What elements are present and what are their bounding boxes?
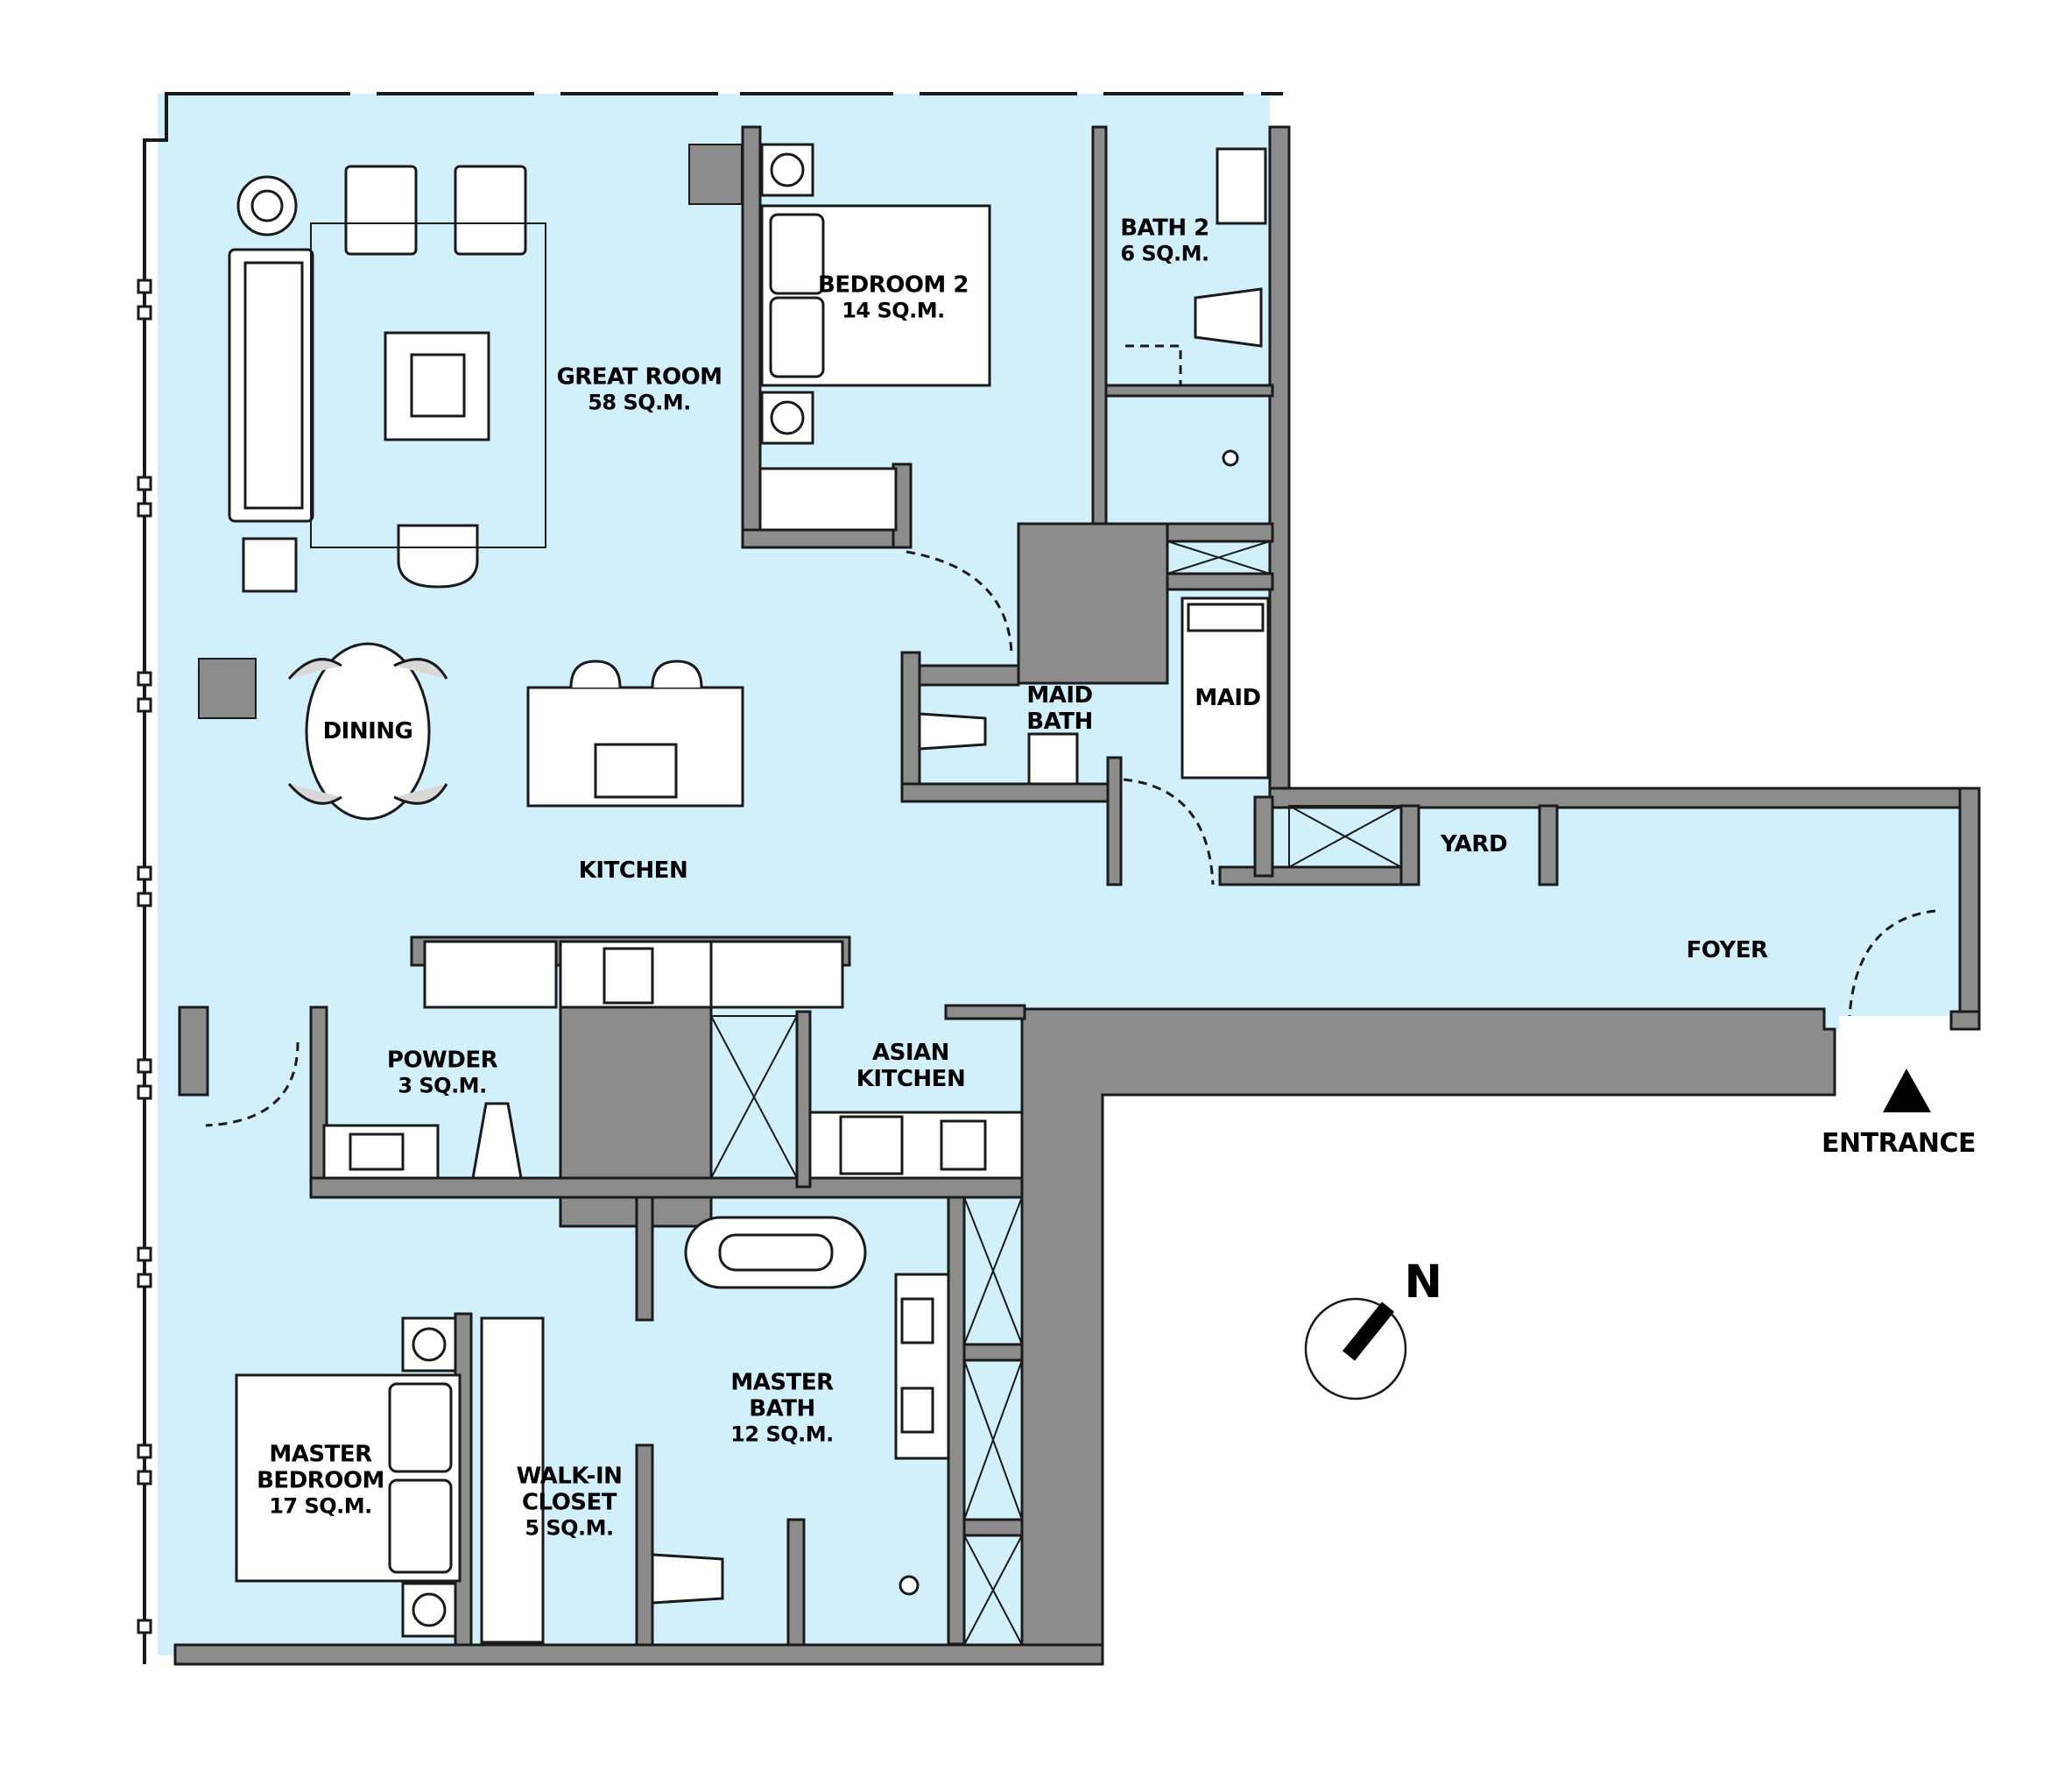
asian-kitchen-fixtures [808, 1111, 1024, 1180]
powder-fixtures [322, 1102, 523, 1180]
powder-toilet [471, 1102, 523, 1180]
vanity [1216, 147, 1267, 225]
label-great-room: GREAT ROOM 58 SQ.M. [556, 363, 722, 415]
structural-columns [198, 144, 743, 719]
kitchen-counter [423, 940, 844, 1009]
toilet [1194, 287, 1263, 348]
cooktop [839, 1115, 904, 1175]
maid-shower [1027, 732, 1079, 786]
label-entrance: ENTRANCE [1822, 1127, 1977, 1159]
label-bath-2: BATH 2 6 SQ.M. [1120, 215, 1209, 266]
label-dining: DINING [322, 718, 413, 745]
exterior-walls [143, 92, 1283, 1664]
master-bath-fixtures [651, 1216, 950, 1605]
closet-rack [480, 1316, 545, 1644]
side-table-square [242, 537, 298, 593]
compass-icon [1304, 1297, 1407, 1401]
label-maid-bath: MAID BATH [1026, 682, 1093, 735]
living-furniture [228, 165, 546, 593]
label-powder: POWDER 3 SQ.M. [386, 1047, 498, 1098]
master-toilet [651, 1553, 724, 1605]
label-foyer: FOYER [1686, 937, 1768, 964]
dining-set [287, 642, 448, 821]
label-walk-in-closet: WALK-IN CLOSET 5 SQ.M. [516, 1463, 623, 1541]
label-kitchen: KITCHEN [578, 857, 688, 885]
sink [940, 1119, 987, 1171]
wardrobe [758, 467, 898, 532]
kitchen-island [526, 660, 744, 808]
bedroom2-furniture [758, 143, 991, 532]
bath2-fixtures [1194, 147, 1267, 467]
window-mullions [137, 279, 152, 1634]
island-sink [594, 743, 678, 799]
label-asian-kitchen: ASIAN KITCHEN [856, 1040, 966, 1092]
armchair [344, 165, 418, 256]
lounge-chair [397, 524, 479, 589]
label-master-bedroom: MASTER BEDROOM 17 SQ.M. [257, 1441, 384, 1519]
maid-furniture [918, 596, 1270, 786]
label-master-bath: MASTER BATH 12 SQ.M. [730, 1369, 834, 1447]
label-maid: MAID [1195, 685, 1261, 712]
label-yard: YARD [1440, 831, 1508, 858]
master-bedroom-furniture [235, 1316, 545, 1644]
label-north: N [1404, 1256, 1442, 1309]
shafts [710, 540, 1402, 1646]
door-swings [205, 344, 1936, 1127]
floor-area [158, 94, 1960, 1655]
triangle-up-icon [1883, 1069, 1931, 1112]
armchair [454, 165, 527, 256]
label-bedroom-2: BEDROOM 2 14 SQ.M. [818, 272, 969, 323]
shower-drain [1222, 449, 1239, 467]
maid-toilet [918, 712, 987, 751]
master-shower [899, 1575, 920, 1596]
